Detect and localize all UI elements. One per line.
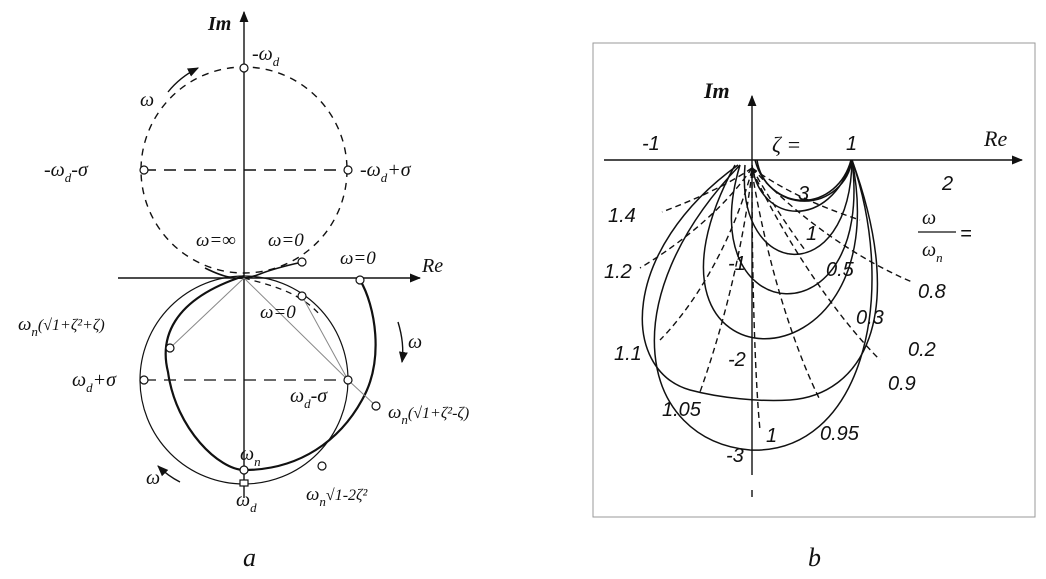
b-zeta-outer [653,159,873,451]
a-omega-zero-mid: ω=0 [260,302,296,323]
b-zeta-05-label: 0.5 [826,259,855,281]
b-ratio-eq: = [960,223,972,245]
b-zeta-03-label: 0.3 [856,307,884,329]
b-zeta-3-label: 3 [798,183,809,205]
a-wn: ωn [240,443,261,469]
b-zeta-02-label: 0.2 [908,339,936,361]
b-ratio-105: 1.05 [662,399,702,421]
a-ray-left [169,277,245,349]
b-tick-im-minus3: -3 [726,445,744,467]
panel-a [118,10,422,498]
a-wd-minus-sigma: ωd-σ [290,385,328,411]
b-ratio-11: 1.1 [614,343,642,365]
a-omega-zero-right: ω=0 [340,248,376,269]
b-tick-im-minus2: -2 [728,349,746,371]
a-re-label: Re [421,255,443,277]
b-ratio-1: 1 [766,425,777,447]
b-ratio-12: 1.2 [604,261,632,283]
panel-a-labels: Im Re -ωd -ωd-σ -ωd+σ ω=∞ ω=0 ω=0 ω=0 ωn… [18,13,469,515]
a-points [139,63,381,487]
b-ratio-den: ωn [922,239,943,265]
b-ratio-14: 1.4 [608,205,636,227]
b-ratio-num: ω [922,207,936,229]
a-wn-sqrt-plus: ωn(√1+ζ²+ζ) [18,314,105,339]
a-omega-zero-top: ω=0 [268,230,304,251]
b-zeta-02 [702,159,859,340]
panel-b-labels: Im Re -1 ζ = 1 2 -1 -2 -3 3 1 0.5 0.3 0.… [604,78,1007,467]
b-tick-one: 1 [846,133,857,155]
a-wd: ωd [236,489,257,515]
caption-b: b [808,543,821,572]
b-re-label: Re [983,126,1007,151]
b-ratio-curves [639,167,913,431]
b-im-label: Im [703,78,730,103]
a-ray-right-3 [347,379,377,407]
a-omega-arrow-bottom: ω [146,467,160,489]
b-ratio-095: 0.95 [820,423,860,445]
a-minus-wd-minus-sigma: -ωd-σ [44,159,89,185]
a-arrow-bottom [157,465,181,483]
a-minus-wd: -ωd [252,43,280,69]
b-zeta-03 [730,159,855,295]
caption-a: a [243,543,256,572]
a-arrow-top [167,67,200,93]
a-im-label: Im [207,13,231,35]
a-arrow-right [397,321,408,364]
a-wn-sqrt-12: ωn√1-2ζ² [306,484,369,509]
a-omega-arrow-right: ω [408,331,422,353]
b-tick-minus1: -1 [642,133,660,155]
b-ratio-08: 0.8 [918,281,946,303]
a-ray-right-2 [301,295,349,381]
a-ray-right [243,277,349,381]
b-zeta-01 [641,159,879,402]
b-zeta-label: ζ = [772,132,801,157]
b-zeta-1 [754,159,852,202]
b-tick-two: 2 [941,173,953,195]
a-omega-arrow-top: ω [140,89,154,111]
a-wn-sqrt-minus: ωn(√1+ζ²-ζ) [388,402,469,427]
a-wd-plus-sigma: ωd+σ [72,369,117,395]
b-zeta-1-label: 1 [806,223,817,245]
panel-b [592,42,1036,518]
a-omega-inf: ω=∞ [196,230,236,251]
b-ratio-09: 0.9 [888,373,916,395]
b-tick-im-minus1: -1 [728,253,746,275]
a-minus-wd-plus-sigma: -ωd+σ [360,159,412,185]
b-frame [592,42,1036,518]
a-curl [204,261,303,280]
